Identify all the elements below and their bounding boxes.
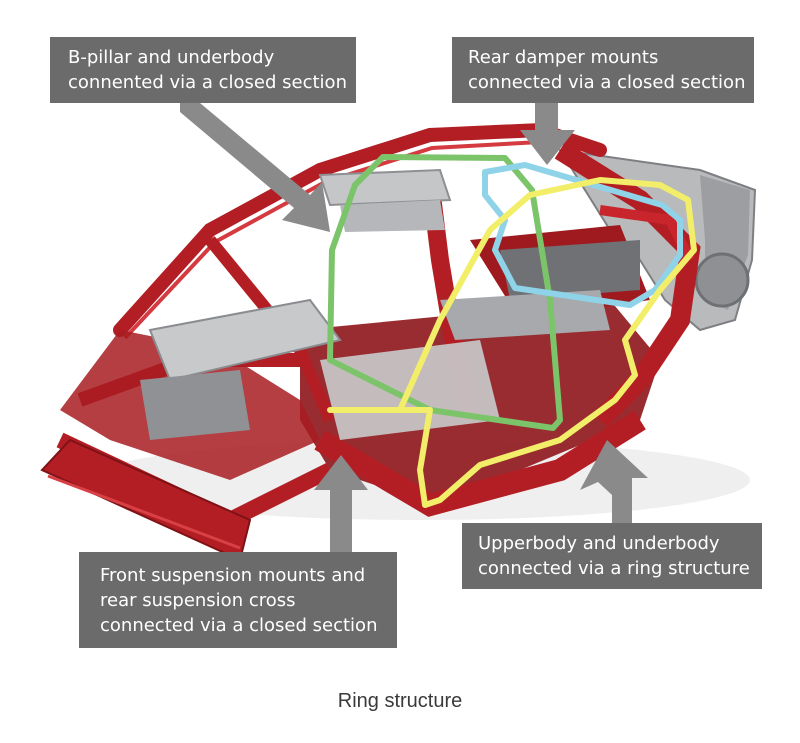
callout-upperbody-line-2: connected via a ring structure: [478, 558, 750, 579]
arrow-rear: [520, 103, 575, 165]
arrow-front: [314, 455, 368, 552]
ring-outlines: [327, 154, 697, 508]
rear-gray-structure: [558, 148, 757, 332]
callout-b-pillar: B-pillar and underbody connented via a c…: [50, 37, 356, 103]
arrow-upper: [580, 440, 648, 523]
arrow-bpillar: [180, 103, 330, 232]
callout-front-suspension-line-1: Front suspension mounts and: [100, 565, 366, 586]
callout-front-suspension-line-3: connected via a closed section: [100, 615, 378, 636]
callout-b-pillar-line-1: B-pillar and underbody: [68, 47, 275, 68]
callout-front-suspension: Front suspension mounts and rear suspens…: [79, 552, 397, 648]
callout-b-pillar-line-2: connented via a closed section: [68, 72, 347, 93]
callout-upperbody-line-1: Upperbody and underbody: [478, 533, 720, 554]
callout-rear-damper: Rear damper mounts connected via a close…: [452, 37, 754, 103]
callout-rear-damper-line-2: connected via a closed section: [468, 72, 746, 93]
callout-upperbody: Upperbody and underbody connected via a …: [462, 523, 762, 589]
callout-front-suspension-line-2: rear suspension cross: [100, 590, 296, 611]
yellow-ring: [327, 177, 697, 508]
figure-caption: Ring structure: [337, 690, 463, 712]
green-ring: [327, 154, 563, 431]
callout-rear-damper-line-1: Rear damper mounts: [468, 47, 659, 68]
pointer-arrows: [180, 103, 648, 552]
